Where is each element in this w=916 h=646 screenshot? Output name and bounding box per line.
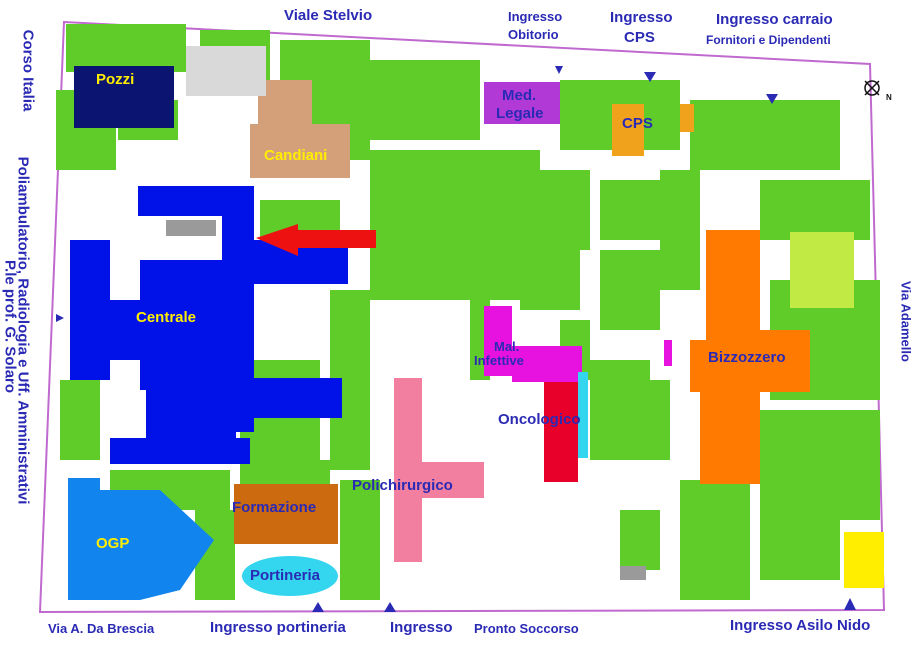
building-bizzozzero xyxy=(690,230,810,484)
building-mal-infettive xyxy=(484,306,672,382)
street-via-da-brescia: Via A. Da Brescia xyxy=(48,621,155,636)
street-corso-italia: Corso Italia xyxy=(19,29,37,112)
entrance-triangle-icon xyxy=(56,314,64,322)
entrance-cps-line2: CPS xyxy=(624,29,655,46)
entrance-triangle-icon xyxy=(644,72,656,82)
entrance-ps-line1: Ingresso xyxy=(390,619,453,636)
building-grey-2 xyxy=(166,220,216,236)
building-ogp xyxy=(68,478,214,600)
label-pozzi: Pozzi xyxy=(96,71,135,88)
entrance-triangle-icon xyxy=(844,598,856,610)
building-policlinico xyxy=(394,378,484,562)
building-pozzi xyxy=(74,66,174,128)
entrance-carraio-line1: Ingresso carraio xyxy=(716,11,833,28)
entrance-obitorio-line1: Ingresso xyxy=(508,9,563,24)
building-asilo-nido xyxy=(844,532,884,588)
entrance-markers xyxy=(56,66,856,612)
entrance-portineria: Ingresso portineria xyxy=(210,619,346,636)
label-formazione: Formazione xyxy=(232,499,317,516)
entrance-carraio-line2: Fornitori e Dipendenti xyxy=(706,33,831,47)
entrance-triangle-icon xyxy=(384,602,396,612)
label-mal-infettive-line1: Mal. xyxy=(494,339,520,354)
label-bizzozzero: Bizzozzero xyxy=(708,349,786,366)
label-med-legale-line1: Med. xyxy=(502,87,537,104)
label-ogp: OGP xyxy=(96,535,130,552)
label-portineria: Portineria xyxy=(250,567,321,584)
street-via-adamello: Via Adamello xyxy=(898,281,914,362)
building-grey-1 xyxy=(186,46,266,96)
entrance-obitorio-line2: Obitorio xyxy=(508,27,559,42)
north-label: N xyxy=(886,93,892,102)
building-cps-annex xyxy=(680,104,694,132)
sports-field xyxy=(790,232,854,308)
building-formazione xyxy=(234,484,338,544)
building-cps xyxy=(612,104,644,156)
street-poliambulatorio-line2: P.le prof. G. Solaro xyxy=(1,259,19,394)
building-oncologico-strip xyxy=(578,372,588,458)
building-candiani xyxy=(250,80,350,178)
entrance-asilo-nido: Ingresso Asilo Nido xyxy=(730,617,871,634)
street-viale-stelvio: Viale Stelvio xyxy=(284,7,373,24)
label-cps: CPS xyxy=(622,115,653,132)
label-med-legale-line2: Legale xyxy=(496,105,544,122)
label-policlinico: Polichirurgico xyxy=(352,477,453,494)
label-candiani: Candiani xyxy=(264,147,328,164)
entrance-triangle-icon xyxy=(555,66,563,74)
entrance-cps-line1: Ingresso xyxy=(610,9,673,26)
building-med-legale xyxy=(484,82,560,124)
entrance-triangle-icon xyxy=(312,602,324,612)
label-mal-infettive-line2: Infettive xyxy=(474,353,524,368)
building-portineria xyxy=(242,556,338,596)
red-arrow-icon xyxy=(256,224,376,256)
entrance-triangle-icon xyxy=(766,94,778,104)
building-oncologico xyxy=(544,382,578,482)
north-compass-icon xyxy=(864,80,880,96)
entrance-ps-line2: Pronto Soccorso xyxy=(474,621,579,636)
label-oncologico: Oncologico xyxy=(498,411,581,428)
label-centrale: Centrale xyxy=(136,309,197,326)
building-grey-3 xyxy=(620,566,646,580)
